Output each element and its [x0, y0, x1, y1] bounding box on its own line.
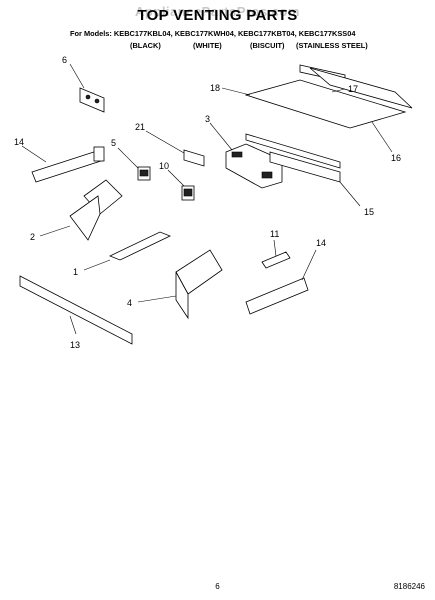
part-5-switch [117, 147, 151, 181]
part-15-rail [245, 133, 361, 207]
watermark: AppliancePartsPros.com [135, 4, 300, 19]
callout-14-left: 14 [14, 137, 24, 147]
callout-10: 10 [159, 161, 169, 171]
callout-2: 2 [30, 232, 35, 242]
finish-white: (WHITE) [193, 41, 222, 50]
callout-1: 1 [73, 267, 78, 277]
part-13-rail [19, 275, 133, 345]
part-21-block [145, 130, 205, 167]
finish-biscuit: (BISCUIT) [250, 41, 285, 50]
document-number: 8186246 [393, 582, 425, 591]
models-line: For Models: KEBC177KBL04, KEBC177KWH04, … [70, 29, 356, 38]
callout-6: 6 [62, 55, 67, 65]
callout-11: 11 [270, 229, 279, 239]
callout-18: 18 [210, 83, 220, 93]
part-6 [69, 63, 105, 113]
callout-14-right: 14 [316, 238, 326, 248]
callout-13: 13 [70, 340, 80, 350]
callout-17: 17 [348, 84, 358, 94]
part-2-duct [39, 179, 123, 241]
callout-3: 3 [205, 114, 210, 124]
part-11-terminal [261, 239, 291, 269]
part-1-plate [83, 231, 171, 271]
part-3-vent-assembly [209, 122, 283, 189]
callout-21: 21 [135, 122, 145, 132]
part-4-housing [137, 249, 223, 320]
finish-stainless: (STAINLESS STEEL) [296, 41, 368, 50]
page-number: 6 [215, 582, 220, 591]
callout-4: 4 [127, 298, 132, 308]
finish-black: (BLACK) [130, 41, 161, 50]
part-14-bracket-left [21, 145, 105, 183]
part-14-bracket-right [245, 249, 317, 315]
callout-15: 15 [364, 207, 374, 217]
callout-16: 16 [391, 153, 401, 163]
part-10-switch [167, 169, 195, 201]
callout-5: 5 [111, 138, 116, 148]
page-title: TOP VENTING PARTS [137, 7, 298, 24]
part-16-18-vent-plate [221, 64, 413, 153]
